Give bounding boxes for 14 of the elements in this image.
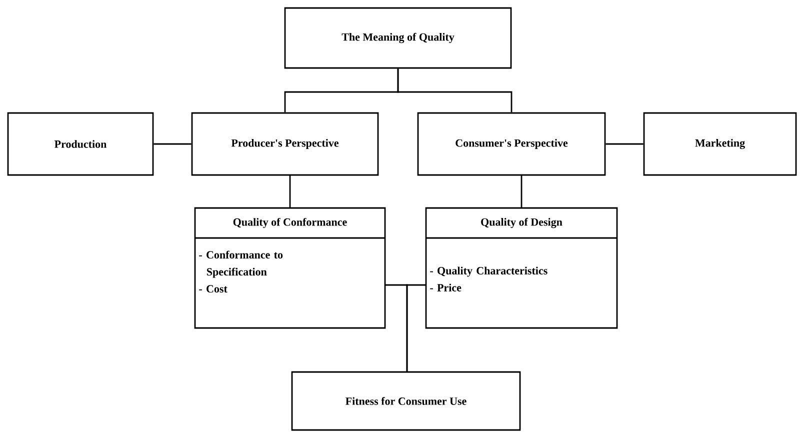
- box: Production: [7, 112, 154, 176]
- connector: [406, 284, 426, 372]
- connector: [397, 68, 512, 112]
- connector: [289, 175, 291, 208]
- box: Consumer's Perspective: [417, 112, 606, 176]
- box: The Meaning of Quality: [284, 7, 512, 69]
- box: Marketing: [643, 112, 797, 176]
- box: Producer's Perspective: [191, 112, 379, 176]
- connector: [154, 143, 192, 145]
- box: Fitness for Consumer Use: [291, 371, 521, 431]
- connector: [520, 175, 522, 208]
- list-box: Quality of Design - Quality Characteristics - Price: [425, 207, 618, 329]
- connector: [606, 143, 644, 145]
- list-box: Quality of Conformance - Conformance to Specification - Cost: [194, 207, 386, 329]
